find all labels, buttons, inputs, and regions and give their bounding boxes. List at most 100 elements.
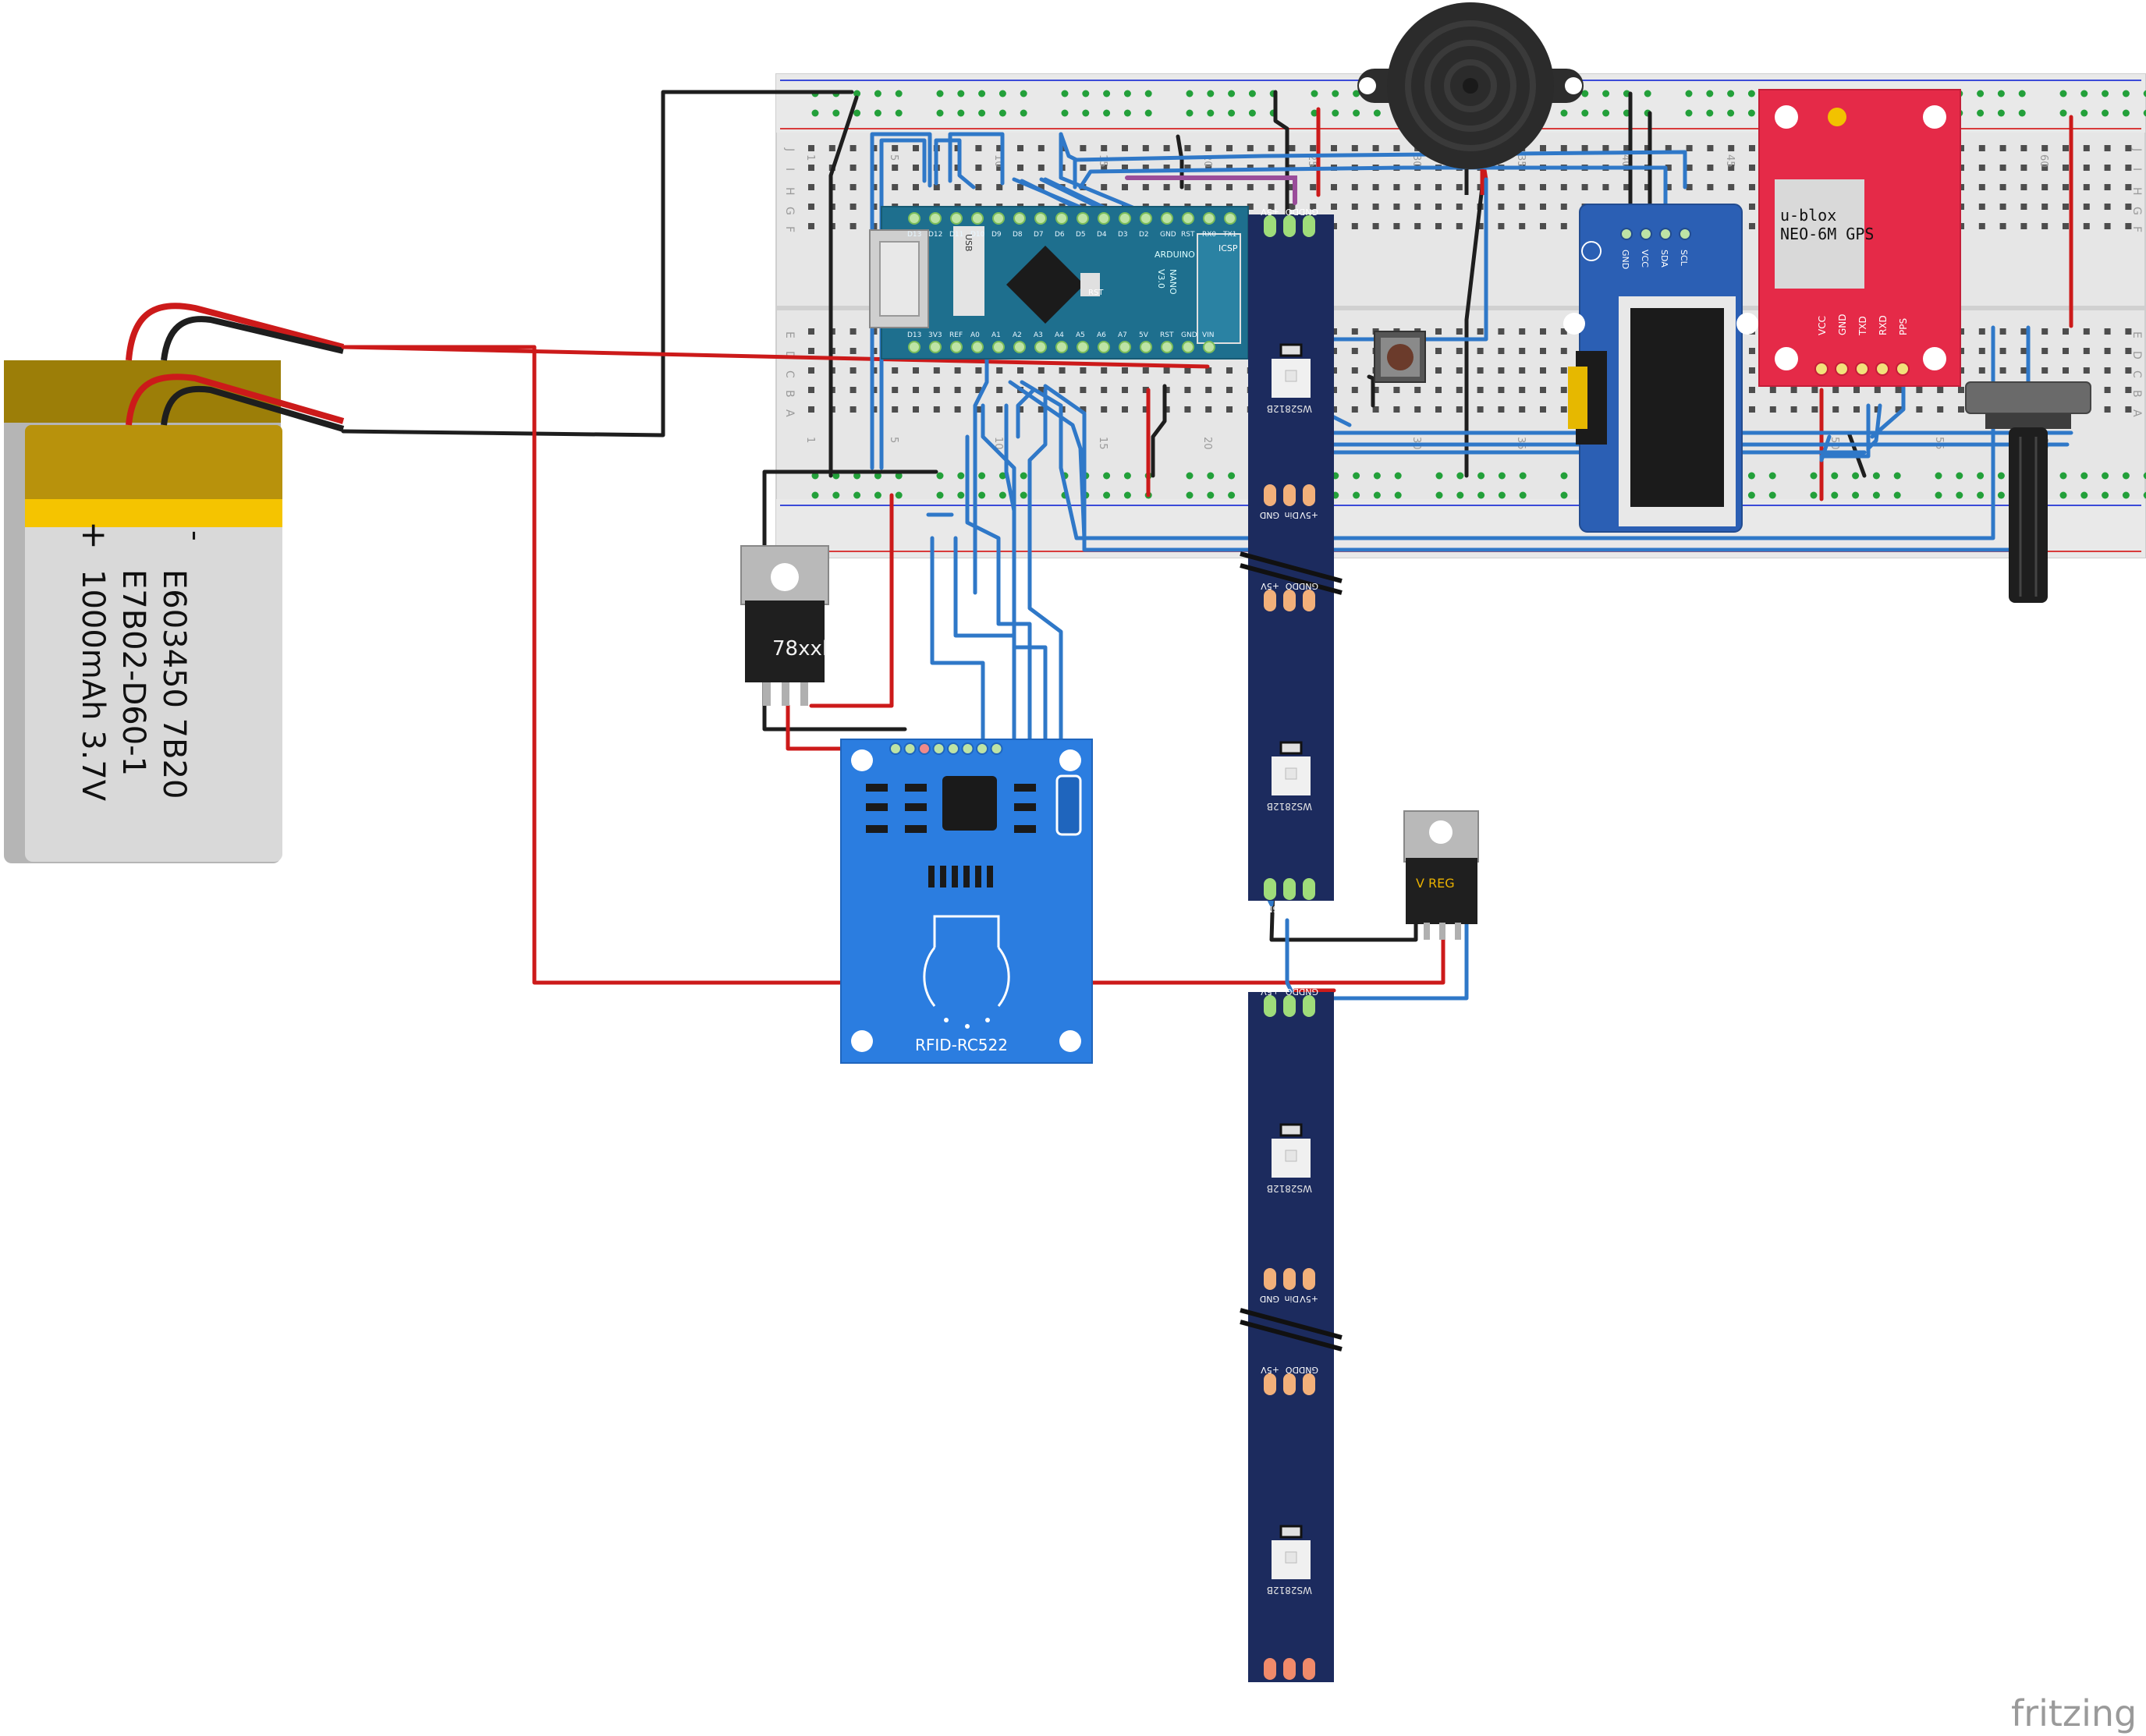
breadboard-hole — [2041, 223, 2048, 229]
breadboard-hole — [1122, 165, 1128, 171]
breadboard-hole — [913, 406, 919, 413]
led-strip-pad — [1303, 484, 1315, 506]
breadboard-hole — [1351, 406, 1358, 413]
arduino-top-pin-label: D6 — [1055, 231, 1065, 239]
breadboard-hole — [1540, 204, 1546, 210]
breadboard-rail-hole — [1103, 90, 1111, 97]
breadboard-hole — [1038, 367, 1045, 374]
breadboard-hole — [1623, 184, 1630, 190]
breadboard-hole — [1205, 165, 1212, 171]
rfid-smd-resistor — [905, 784, 927, 792]
breadboard-hole — [1540, 184, 1546, 190]
breadboard-hole — [1728, 165, 1735, 171]
breadboard-hole — [1101, 387, 1108, 393]
breadboard-hole — [2125, 328, 2132, 335]
breadboard-hole — [1059, 387, 1066, 393]
breadboard-hole — [1059, 367, 1066, 374]
breadboard-hole — [2104, 184, 2111, 190]
breadboard-hole — [1142, 367, 1149, 374]
breadboard-row-letter: B — [783, 390, 796, 398]
gps-pin — [1896, 362, 1910, 376]
breadboard-rail-hole — [1872, 491, 1880, 499]
breadboard-hole — [2083, 204, 2090, 210]
breadboard-rail-hole — [1394, 491, 1402, 499]
led-strip-chip-label: WS2812B — [1267, 1585, 1312, 1596]
breadboard-hole — [2020, 348, 2027, 354]
breadboard-hole — [1101, 145, 1108, 151]
breadboard-rail-hole — [1852, 491, 1860, 499]
arduino-bottom-pin — [1140, 341, 1152, 353]
rfid-smd-resistor — [1014, 803, 1036, 811]
led-strip-pad — [1303, 1268, 1315, 1290]
breadboard-hole — [1331, 204, 1337, 210]
breadboard-hole — [1331, 145, 1337, 151]
breadboard-hole — [2020, 204, 2027, 210]
breadboard-hole — [2083, 223, 2090, 229]
breadboard-hole — [808, 348, 814, 354]
breadboard-hole — [1895, 387, 1902, 393]
breadboard-rail-hole — [1435, 472, 1443, 480]
breadboard-hole — [1414, 223, 1421, 229]
breadboard-hole — [1978, 223, 1985, 229]
breadboard-hole — [1728, 184, 1735, 190]
breadboard-hole — [1749, 204, 1755, 210]
breadboard-rail-hole — [853, 472, 861, 480]
breadboard-hole — [892, 387, 899, 393]
rfid-smd-resistor — [905, 825, 927, 833]
gps-pin — [1835, 362, 1849, 376]
breadboard-hole — [1163, 406, 1170, 413]
arduino-top-pin — [1013, 212, 1026, 225]
breadboard-hole — [1665, 165, 1672, 171]
breadboard-hole — [2041, 367, 2048, 374]
led-strip-pad-label: +5V — [1261, 581, 1279, 591]
breadboard-rail-hole — [999, 472, 1006, 480]
breadboard-hole — [1623, 145, 1630, 151]
arduino-version: V3.0 — [1156, 269, 1166, 289]
breadboard-rail-hole — [1977, 472, 1985, 480]
breadboard-row-letter: I — [783, 168, 796, 171]
breadboard-column-number: 20 — [1201, 437, 1213, 450]
breadboard-hole — [1581, 184, 1588, 190]
led-strip-pad-label: +5V — [1300, 510, 1318, 520]
breadboard-rail-hole — [1020, 491, 1027, 499]
breadboard-rail-hole — [1768, 472, 1776, 480]
breadboard-hole — [1832, 387, 1839, 393]
breadboard-hole — [1122, 145, 1128, 151]
breadboard-hole — [1205, 406, 1212, 413]
breadboard-row-letter: G — [2130, 207, 2143, 215]
breadboard-rail-hole — [1186, 109, 1194, 117]
breadboard-hole — [1477, 387, 1484, 393]
breadboard-row-letter: F — [2130, 226, 2143, 232]
oled-pin — [1640, 228, 1652, 240]
breadboard-hole — [1540, 348, 1546, 354]
breadboard-rail-hole — [2059, 472, 2067, 480]
arduino-top-pin-label: D8 — [1013, 231, 1023, 239]
breadboard-rail-hole — [811, 472, 819, 480]
led-strip-pad — [1264, 215, 1276, 237]
breadboard-rail-hole — [2122, 472, 2130, 480]
breadboard-column-number: 30 — [1410, 154, 1422, 168]
breadboard-hole — [1456, 204, 1463, 210]
breadboard-hole — [1414, 204, 1421, 210]
breadboard-rail-hole — [1353, 472, 1360, 480]
breadboard-hole — [1142, 165, 1149, 171]
breadboard-hole — [1456, 223, 1463, 229]
breadboard-hole — [1749, 145, 1755, 151]
breadboard-hole — [2104, 387, 2111, 393]
breadboard-hole — [1268, 204, 1275, 210]
breadboard-hole — [2041, 145, 2048, 151]
breadboard-hole — [1435, 328, 1442, 335]
breadboard-hole — [996, 145, 1003, 151]
breadboard-hole — [933, 387, 940, 393]
breadboard-hole — [913, 367, 919, 374]
breadboard-hole — [1560, 223, 1567, 229]
rfid-pin — [918, 742, 931, 755]
breadboard-hole — [1937, 387, 1944, 393]
breadboard-rail-hole — [853, 491, 861, 499]
breadboard-hole — [2063, 145, 2069, 151]
breadboard-hole — [1519, 406, 1526, 413]
breadboard-hole — [1142, 406, 1149, 413]
